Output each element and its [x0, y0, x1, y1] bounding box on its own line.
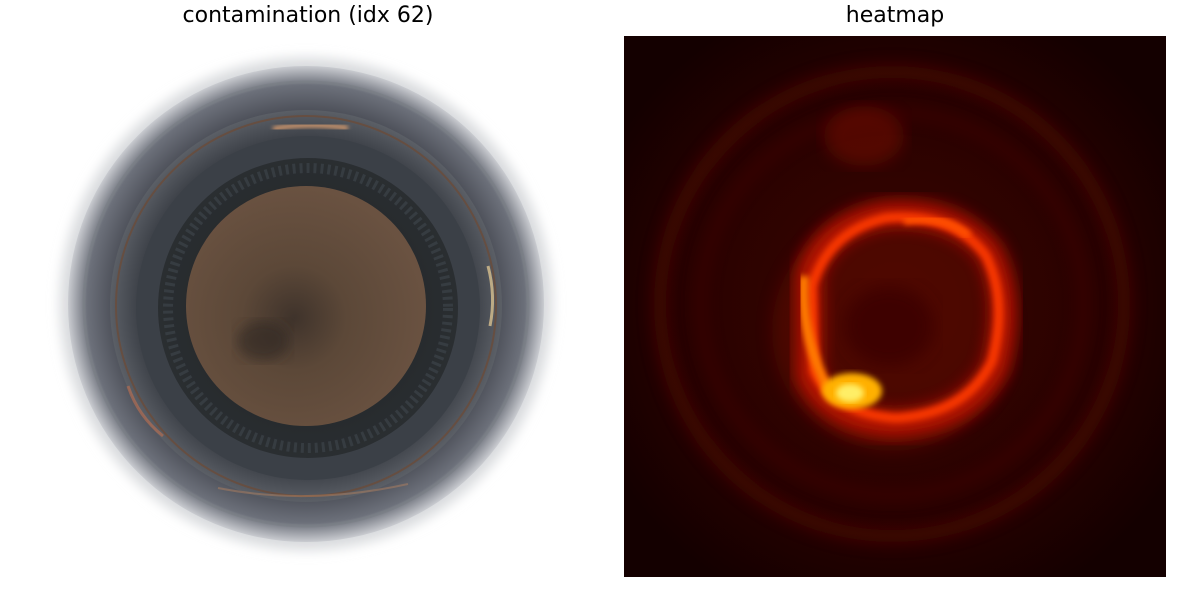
heatmap-panel: heatmap	[624, 0, 1166, 600]
image-panel: contamination (idx 62)	[38, 0, 578, 600]
heatmap-graphic	[624, 36, 1166, 577]
heatmap-title: heatmap	[845, 3, 945, 28]
heatmap-image	[624, 36, 1166, 577]
image-title: contamination (idx 62)	[182, 3, 434, 28]
bottle-photo	[38, 36, 578, 576]
bottle-photo-graphic	[38, 36, 578, 576]
